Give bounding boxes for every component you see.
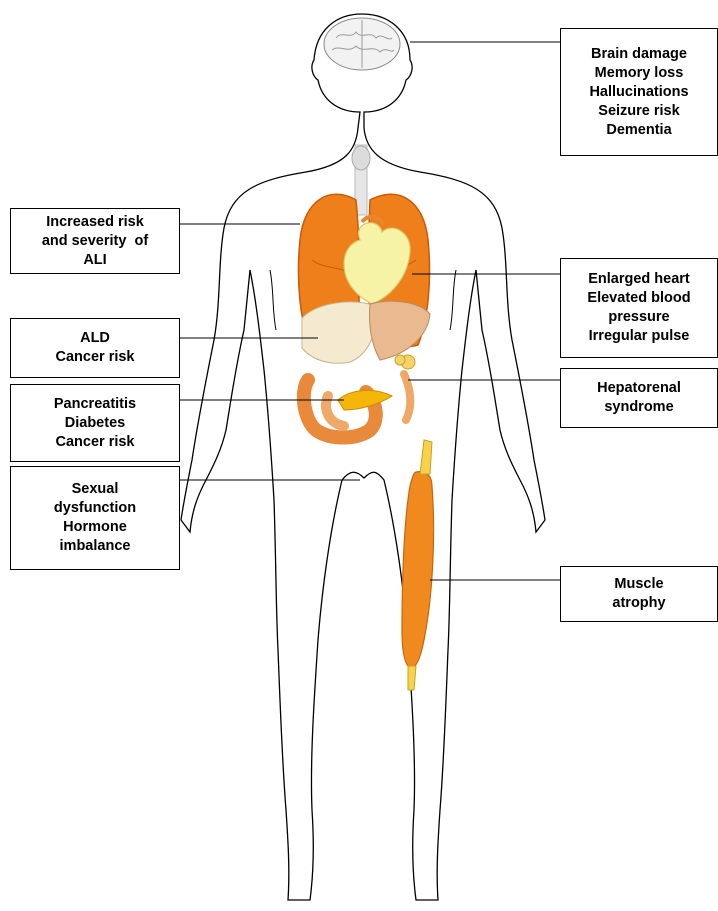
callout-heart-line-1: Enlarged heart xyxy=(588,270,690,289)
callout-liver: ALD Cancer risk xyxy=(10,318,180,378)
callout-lung-line-3: ALI xyxy=(83,251,106,270)
callout-lung-line-1: Increased risk xyxy=(46,213,144,232)
intestines-organ xyxy=(304,380,376,438)
callout-muscle-line-2: atrophy xyxy=(612,594,665,613)
callout-brain-line-2: Memory loss xyxy=(595,64,684,83)
callout-brain: Brain damage Memory loss Hallucinations … xyxy=(560,28,718,156)
callout-reproductive-line-3: Hormone xyxy=(63,518,127,537)
callout-muscle: Muscle atrophy xyxy=(560,566,718,622)
callout-pancreas: Pancreatitis Diabetes Cancer risk xyxy=(10,384,180,462)
pancreas-organ xyxy=(338,390,392,410)
callout-reproductive-line-4: imbalance xyxy=(60,537,131,556)
callout-muscle-line-1: Muscle xyxy=(614,575,663,594)
callout-lung-line-2: and severity of xyxy=(42,232,148,251)
callout-brain-line-5: Dementia xyxy=(606,121,671,140)
callout-brain-line-3: Hallucinations xyxy=(589,83,688,102)
callout-liver-line-2: Cancer risk xyxy=(56,348,135,367)
callout-pancreas-line-2: Diabetes xyxy=(65,414,125,433)
body-fold-left xyxy=(270,270,276,330)
body-fold-right xyxy=(450,270,456,330)
callout-brain-line-4: Seizure risk xyxy=(598,102,679,121)
callout-brain-line-1: Brain damage xyxy=(591,45,687,64)
brain-organ xyxy=(324,18,400,70)
kidney-organ xyxy=(395,355,415,420)
callout-reproductive-line-2: dysfunction xyxy=(54,499,136,518)
callout-pancreas-line-3: Cancer risk xyxy=(56,433,135,452)
callout-heart-line-2: Elevated blood xyxy=(587,289,690,308)
callout-reproductive-line-1: Sexual xyxy=(72,480,119,499)
callout-heart: Enlarged heart Elevated blood pressure I… xyxy=(560,258,718,358)
callout-pancreas-line-1: Pancreatitis xyxy=(54,395,136,414)
callout-liver-line-1: ALD xyxy=(80,329,110,348)
callout-heart-line-4: Irregular pulse xyxy=(589,327,690,346)
liver-organ xyxy=(302,301,430,363)
callout-kidney: Hepatorenal syndrome xyxy=(560,368,718,428)
callout-lung: Increased risk and severity of ALI xyxy=(10,208,180,274)
callout-kidney-line-1: Hepatorenal xyxy=(597,379,681,398)
callout-kidney-line-2: syndrome xyxy=(604,398,673,417)
muscle-organ xyxy=(402,440,434,690)
callout-heart-line-3: pressure xyxy=(608,308,669,327)
callout-reproductive: Sexual dysfunction Hormone imbalance xyxy=(10,466,180,570)
